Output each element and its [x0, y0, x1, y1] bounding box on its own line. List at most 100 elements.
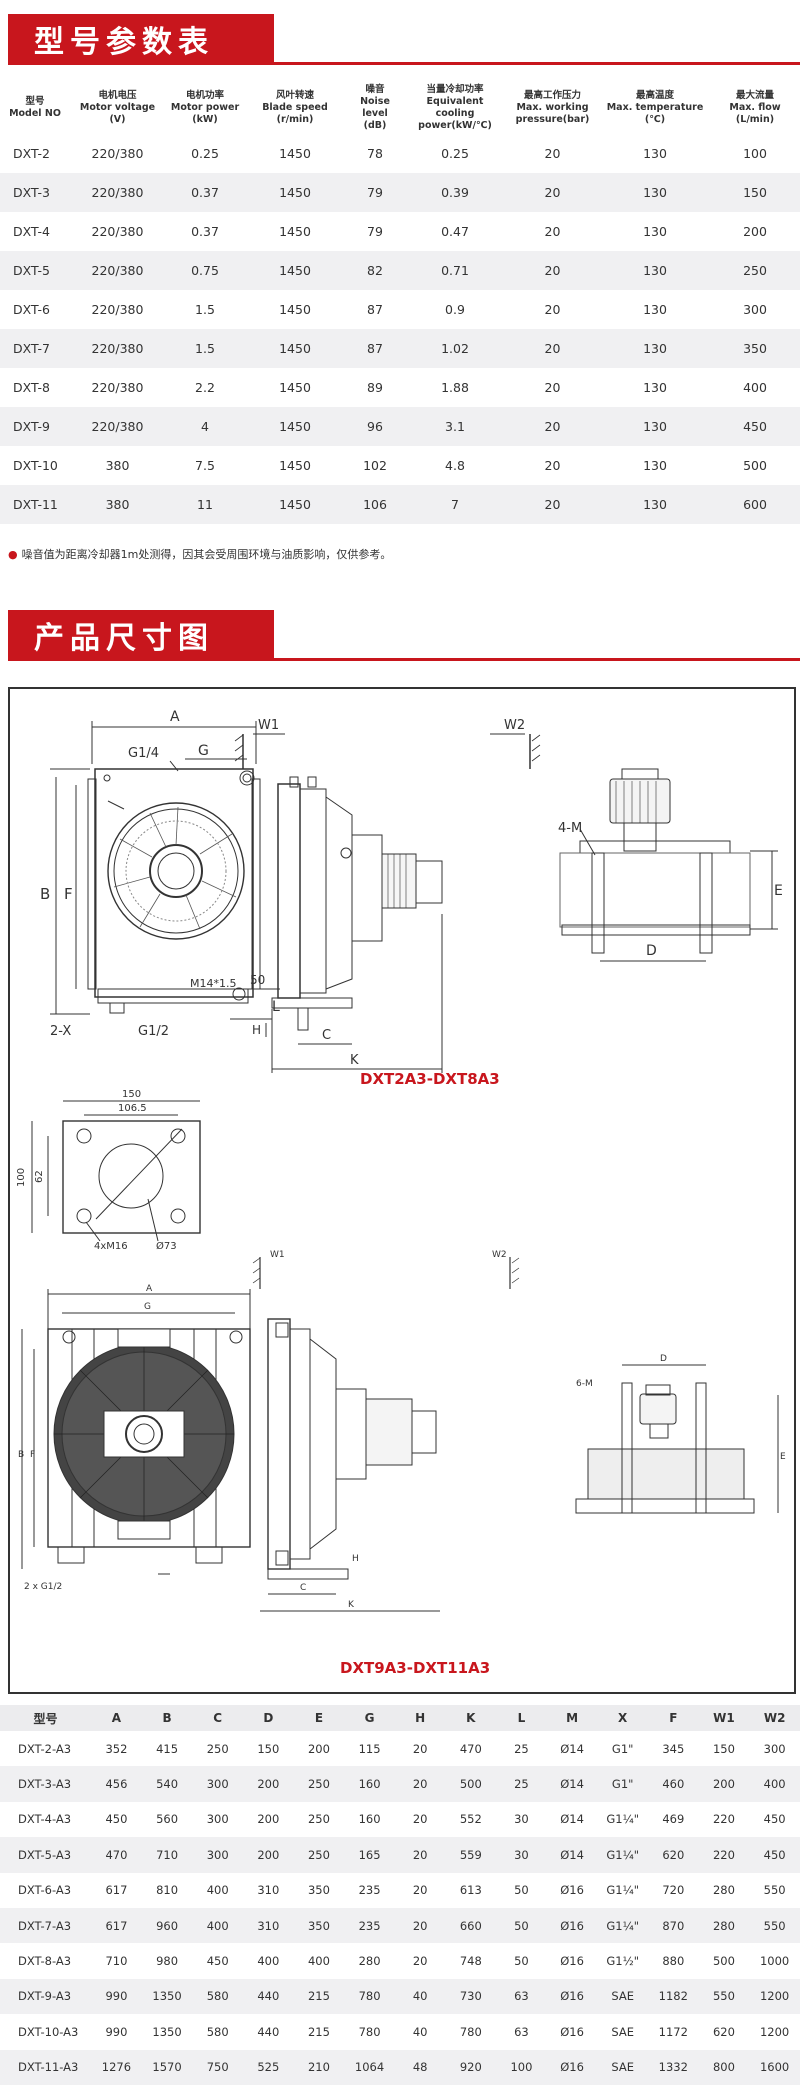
model-cell: DXT-2 [13, 146, 50, 161]
value-cell: 415 [156, 1741, 179, 1756]
front-view-large: A G B F 2 x G1/2 [18, 1284, 251, 1592]
value-cell: Ø16 [560, 2024, 584, 2039]
value-cell: 730 [445, 1978, 497, 2015]
flange-100-label: 100 [16, 1168, 27, 1187]
value-cell: 106 [345, 485, 405, 524]
params-header-cn: 最高温度 [635, 89, 674, 101]
model-cell: DXT-11 [0, 485, 70, 524]
value-cell: 550 [698, 1978, 750, 2015]
value-cell: 613 [459, 1883, 482, 1898]
value-cell: SAE [597, 2049, 648, 2085]
value-cell: 400 [307, 1954, 330, 1969]
dims-header-cell: G [344, 1705, 395, 1731]
value-cell: G1½" [606, 1954, 640, 1969]
value-cell: 160 [344, 1766, 395, 1802]
value-cell: 165 [344, 1837, 395, 1873]
value-cell: 1450 [279, 380, 311, 395]
value-cell: 40 [394, 1978, 446, 2015]
value-cell: 400 [206, 1883, 229, 1898]
value-cell: Ø16 [546, 2049, 598, 2085]
value-cell: 1450 [245, 173, 345, 212]
params-header-unit: (kW) [192, 113, 218, 125]
value-cell: 215 [307, 2024, 330, 2039]
value-cell: 450 [105, 1812, 128, 1827]
value-cell: 130 [643, 458, 667, 473]
value-cell: 50 [514, 1883, 529, 1898]
value-cell: 559 [445, 1837, 497, 1873]
params-header-unit: (℃) [644, 113, 666, 125]
value-cell: 130 [600, 329, 710, 368]
value-cell: 250 [293, 1837, 345, 1873]
value-cell: 500 [712, 1954, 735, 1969]
value-cell: 720 [662, 1883, 685, 1898]
value-cell: 25 [514, 1741, 529, 1756]
value-cell: 130 [643, 380, 667, 395]
value-cell: 1450 [279, 224, 311, 239]
dims-header-cell: X [597, 1705, 648, 1731]
model-cell: DXT-10-A3 [18, 2024, 79, 2039]
value-cell: 300 [763, 1741, 786, 1756]
value-cell: 220 [712, 1812, 735, 1827]
value-cell: 0.71 [405, 251, 505, 290]
params-header-unit: (r/min) [276, 113, 314, 125]
value-cell: 0.25 [191, 146, 219, 161]
side-view-small: W1 W2 50 C K [234, 718, 541, 1073]
value-cell: 4.8 [445, 458, 465, 473]
value-cell: 82 [345, 251, 405, 290]
value-cell: 1.5 [195, 302, 215, 317]
value-cell: 280 [358, 1954, 381, 1969]
dim-b-label: B [40, 885, 50, 903]
value-cell: G1¼" [597, 1837, 648, 1873]
value-cell: 63 [496, 1978, 547, 2015]
value-cell: 0.47 [441, 224, 469, 239]
dim-g-label: G [198, 743, 209, 759]
value-cell: 450 [763, 1812, 786, 1827]
flange-d73-label: Ø73 [156, 1240, 177, 1252]
value-cell: 600 [710, 485, 800, 524]
model-cell: DXT-7 [0, 329, 70, 368]
value-cell: G1" [597, 1766, 648, 1802]
value-cell: 450 [749, 1837, 800, 1873]
top-view-small: 4-M D E [558, 768, 783, 962]
value-cell: 200 [257, 1812, 280, 1827]
value-cell: 220/380 [70, 251, 165, 290]
value-cell: 130 [600, 485, 710, 524]
value-cell: 310 [243, 1907, 294, 1944]
dim-k-label: K [350, 1053, 359, 1068]
section-divider [8, 658, 800, 661]
value-cell: 1.88 [441, 380, 469, 395]
dim-a2-label: A [146, 1284, 153, 1294]
dim-a-label: A [170, 709, 180, 725]
params-header-en: Motor voltage [79, 101, 156, 113]
value-cell: 960 [141, 1907, 193, 1944]
dims-header-cell: W1 [698, 1705, 750, 1731]
value-cell: 220/380 [70, 173, 165, 212]
value-cell: 11 [165, 485, 245, 524]
value-cell: Ø14 [546, 1837, 598, 1873]
value-cell: 7.5 [195, 458, 215, 473]
value-cell: 50 [514, 1954, 529, 1969]
value-cell: Ø16 [546, 1907, 598, 1944]
model-label-2: DXT9A3-DXT11A3 [340, 1659, 490, 1677]
value-cell: 4 [165, 407, 245, 446]
value-cell: 1450 [245, 485, 345, 524]
value-cell: 580 [192, 1978, 243, 2015]
value-cell: 1200 [759, 2024, 790, 2039]
model-label-1: DXT2A3-DXT8A3 [360, 1070, 500, 1088]
value-cell: 102 [363, 458, 387, 473]
params-header-cn: 电机电压 [98, 89, 137, 101]
value-cell: 48 [394, 2049, 446, 2085]
value-cell: 300 [206, 1812, 229, 1827]
dims-header-cell: D [243, 1705, 294, 1731]
params-header-en: Blade speed [262, 101, 328, 113]
dim-c2-label: C [300, 1583, 306, 1593]
dim-w2-2-label: W2 [492, 1250, 507, 1260]
